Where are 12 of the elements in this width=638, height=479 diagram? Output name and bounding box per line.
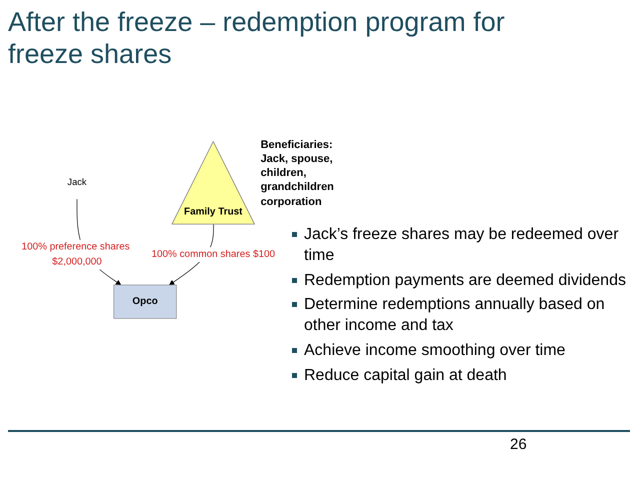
bullet-point: Reduce capital gain at death: [290, 366, 635, 387]
bullet-point: Redemption payments are deemed dividends: [290, 270, 635, 292]
bullet-point: Achieve income smoothing over time: [290, 340, 635, 362]
bullet-point: Determine redemptions annually based on other income and tax: [290, 295, 635, 337]
edge-label: 100% common shares $100: [151, 249, 276, 260]
slide-title: After the freeze – redemption program for freeze shares: [8, 6, 506, 71]
beside-note: Beneficiaries: Jack, spouse, children, grandchildren corporation: [260, 138, 335, 209]
page-number: 26: [510, 436, 527, 453]
bullet-point: Jack’s freeze shares may be redeemed over time: [290, 225, 635, 267]
edge-label: 100% preference shares $2,000,000: [22, 242, 130, 267]
node-box: Opco: [114, 284, 177, 319]
node-text: Jack: [67, 177, 87, 188]
